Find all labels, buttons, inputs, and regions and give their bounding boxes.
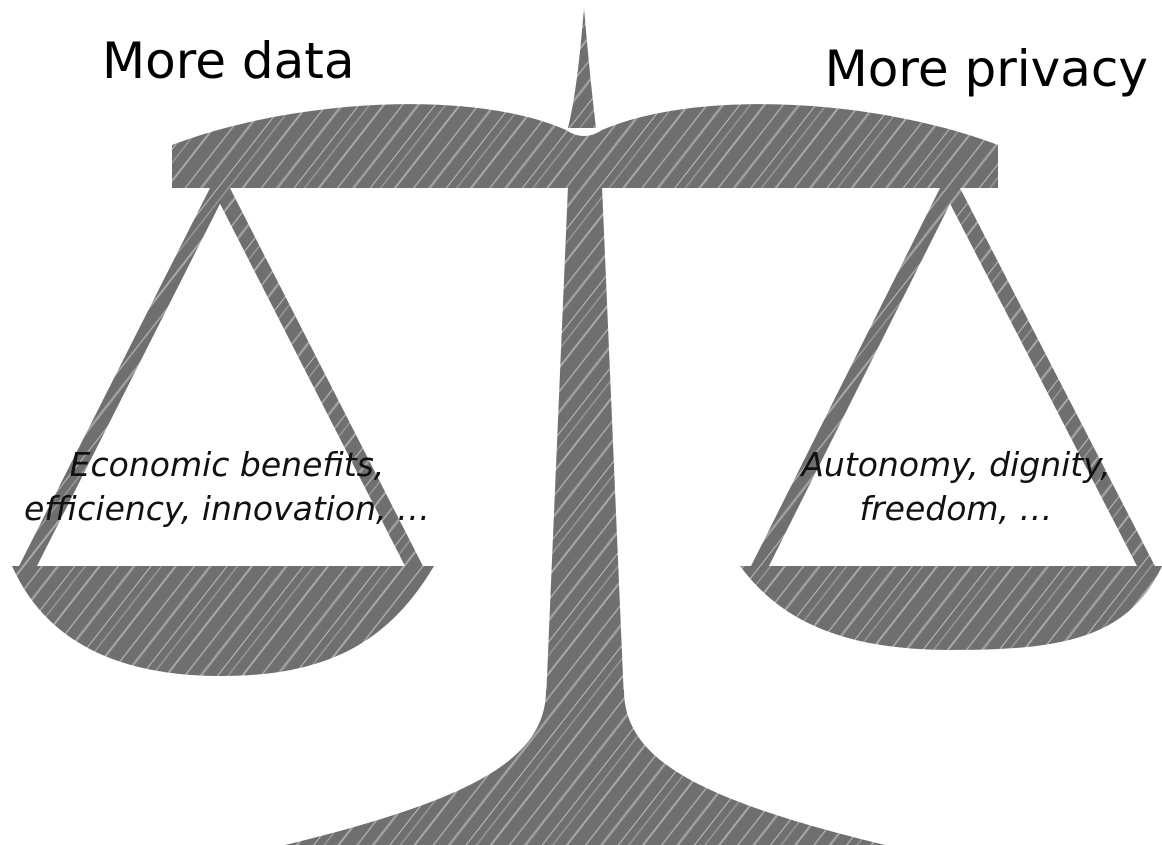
left-pan-label-line: Economic benefits, [69, 445, 385, 484]
more-data-heading: More data [102, 32, 355, 90]
left-pan-string-right [214, 182, 424, 578]
right-pan-label-line: freedom, … [859, 489, 1053, 528]
left-pan-label-line: efficiency, innovation, … [23, 489, 431, 528]
right-pan [740, 566, 1162, 650]
left-pan [12, 566, 434, 676]
left-pan-label: Economic benefits, efficiency, innovatio… [0, 443, 454, 531]
left-pan-string-left [18, 182, 226, 578]
scale-beam [172, 104, 998, 188]
right-pan-string-right [944, 182, 1156, 578]
right-pan-string-left [750, 182, 956, 578]
scale-base [285, 690, 885, 845]
scale-pillar [546, 186, 624, 700]
more-privacy-heading: More privacy [824, 40, 1148, 98]
scale-top-spike [568, 8, 596, 128]
right-pan-label: Autonomy, dignity, freedom, … [776, 443, 1136, 531]
right-pan-label-line: Autonomy, dignity, [801, 445, 1111, 484]
